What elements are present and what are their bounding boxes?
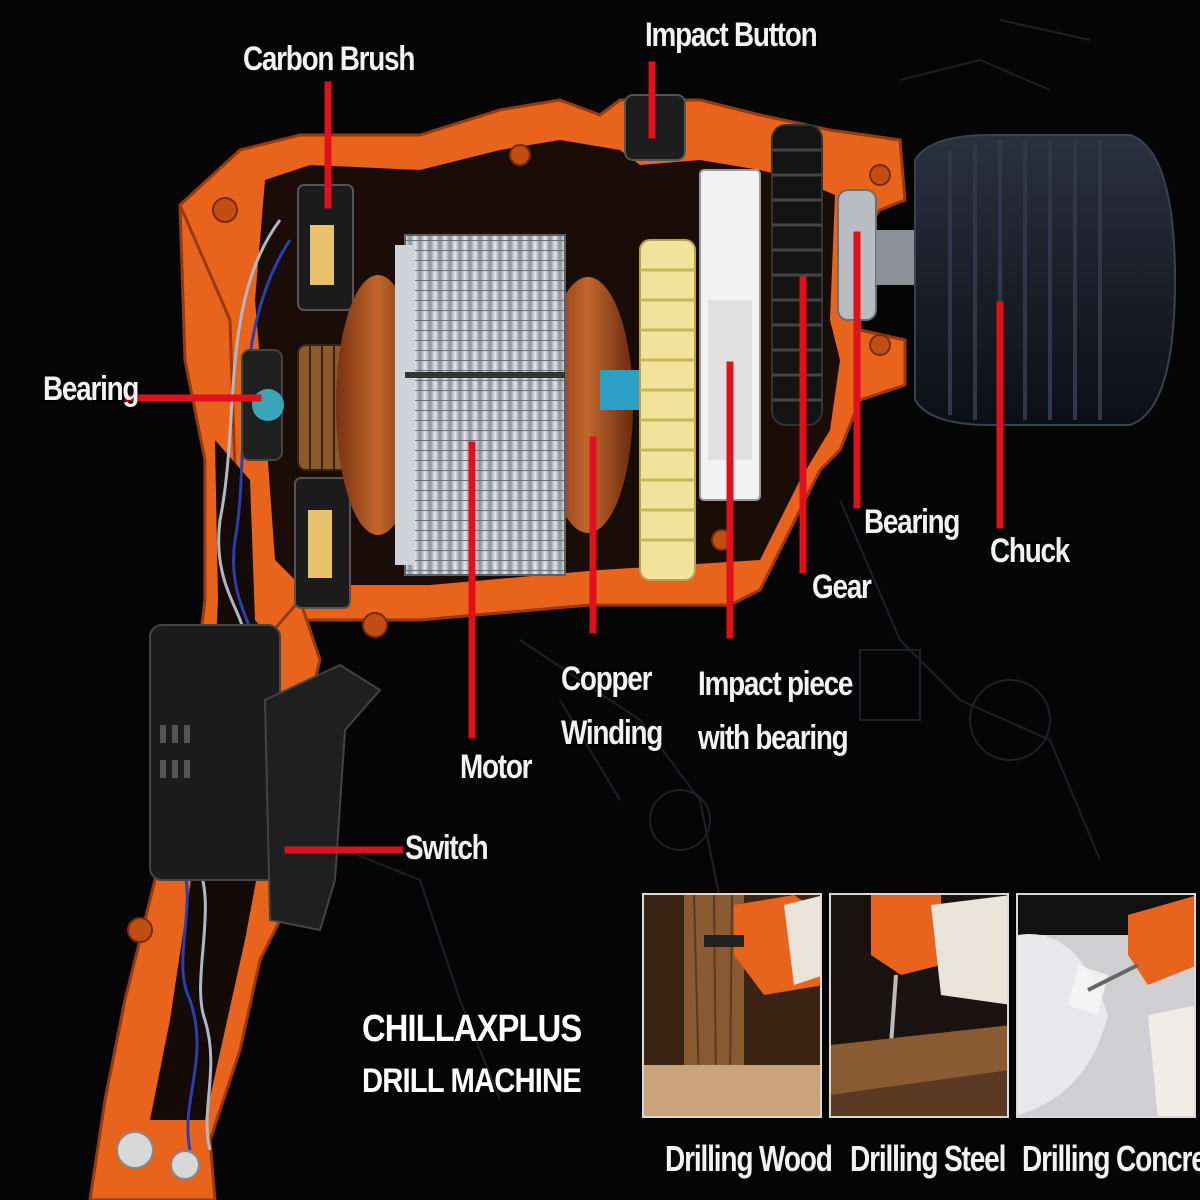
- caption-drilling-concrete: Drilling Concrete: [1022, 1138, 1200, 1179]
- leader-lines: [124, 61, 1004, 854]
- label-switch: Switch: [405, 829, 489, 867]
- label-copper-winding-line2: Winding: [561, 714, 663, 753]
- label-motor: Motor: [460, 748, 533, 786]
- label-copper-winding-line1: Copper: [561, 660, 652, 698]
- blueprint-background: [319, 19, 1101, 1101]
- main-gear: [771, 124, 823, 426]
- label-bearing-rear: Bearing: [43, 370, 139, 408]
- example-photo-wood: [642, 893, 822, 1118]
- label-impact-piece-line1: Impact piece: [698, 665, 853, 703]
- motor-stack: [404, 234, 566, 576]
- brand-text: CHILLAXPLUS DRILL MACHINE: [362, 1002, 582, 1106]
- switch-part: [149, 624, 382, 932]
- example-photo-concrete: [1016, 893, 1196, 1118]
- brand-subtitle: DRILL MACHINE: [362, 1062, 582, 1101]
- label-carbon-brush: Carbon Brush: [243, 40, 415, 78]
- label-copper-winding: Copper Winding: [561, 660, 663, 753]
- front-bearing: [837, 189, 916, 321]
- caption-drilling-wood: Drilling Wood: [665, 1138, 833, 1179]
- example-photo-steel: [829, 893, 1009, 1118]
- label-impact-piece: Impact piece with bearing: [698, 665, 853, 758]
- rear-bearing: [241, 349, 284, 461]
- chuck-part: [914, 134, 1177, 426]
- label-impact-button: Impact Button: [645, 16, 818, 54]
- fan: [639, 239, 696, 581]
- label-gear: Gear: [812, 568, 872, 606]
- carbon-brush-holders: [294, 184, 354, 609]
- caption-drilling-steel: Drilling Steel: [850, 1138, 1006, 1179]
- brand-name: CHILLAXPLUS: [362, 1008, 582, 1050]
- label-chuck: Chuck: [990, 532, 1070, 570]
- label-impact-piece-line2: with bearing: [698, 719, 849, 758]
- label-bearing-front: Bearing: [864, 503, 960, 541]
